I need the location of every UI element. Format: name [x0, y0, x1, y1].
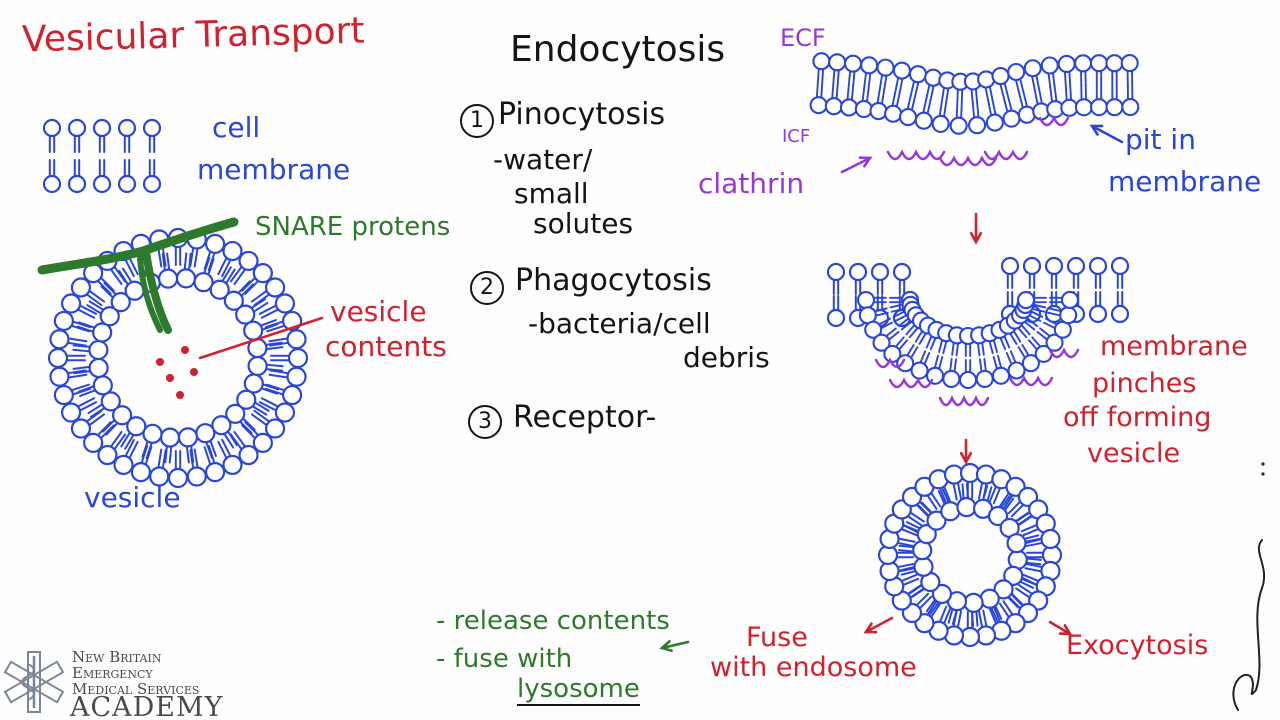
item-3-number: 3 — [468, 405, 502, 439]
pinch-label-2: pinches — [1092, 368, 1197, 399]
vesicle-contents-dots — [156, 316, 324, 399]
snare-label: SNARE protens — [255, 212, 451, 242]
icf-label: ICF — [782, 126, 811, 147]
item-1-detail-2: small — [514, 177, 589, 210]
item-2-title: Phagocytosis — [515, 263, 712, 298]
fuse-label-1: Fuse — [746, 622, 808, 653]
endocytic-vesicle-drawing — [877, 462, 1063, 648]
star-of-life-icon — [3, 651, 65, 713]
vesicle-label: vesicle — [84, 481, 181, 514]
item-2-detail-1: -bacteria/cell — [528, 307, 711, 340]
arrows — [659, 124, 1124, 652]
vesicle-contents-label-1: vesicle — [330, 295, 427, 328]
release-item-2: - fuse with — [436, 644, 573, 674]
membrane-pit-drawing — [809, 52, 1140, 135]
item-2-number: 2 — [470, 271, 504, 305]
ecf-label: ECF — [780, 24, 826, 52]
item-1-detail-3: solutes — [533, 207, 634, 240]
logo-academy: ACADEMY — [70, 692, 224, 720]
vesicle-contents-label-2: contents — [325, 330, 447, 363]
exocytosis-label: Exocytosis — [1066, 630, 1209, 661]
cell-label: cell — [212, 111, 261, 144]
cell-membrane-drawing — [42, 118, 162, 194]
item-1-title: Pinocytosis — [498, 97, 666, 132]
logo-line-2: Emergency — [72, 664, 153, 682]
signature-icon — [1232, 462, 1265, 711]
clathrin-label: clathrin — [698, 167, 805, 200]
snare-protein-drawing — [37, 217, 239, 334]
release-item-3: lysosome — [517, 674, 640, 706]
logo-line-3: Medical Services — [72, 680, 200, 698]
item-1-number: 1 — [460, 104, 494, 138]
pinch-label-1: membrane — [1100, 331, 1248, 362]
vesicle-drawing — [47, 227, 309, 489]
item-2-detail-2: debris — [683, 341, 770, 374]
release-item-1: - release contents — [436, 606, 670, 636]
pinch-label-4: vesicle — [1087, 438, 1181, 469]
pit-label-2: membrane — [1108, 165, 1262, 198]
membrane-label: membrane — [197, 153, 351, 186]
item-3-title: Receptor- — [513, 400, 657, 435]
membrane-pinch-drawing — [826, 256, 1130, 390]
fuse-label-2: with endosome — [710, 652, 917, 683]
pit-label-1: pit in — [1125, 123, 1196, 156]
page-title: Vesicular Transport — [21, 10, 366, 61]
endocytosis-heading: Endocytosis — [510, 29, 726, 70]
clathrin-drawing — [874, 115, 1080, 407]
pinch-label-3: off forming — [1063, 402, 1212, 433]
logo-line-1: New Britain — [72, 648, 162, 666]
item-1-detail-1: -water/ — [493, 143, 593, 176]
